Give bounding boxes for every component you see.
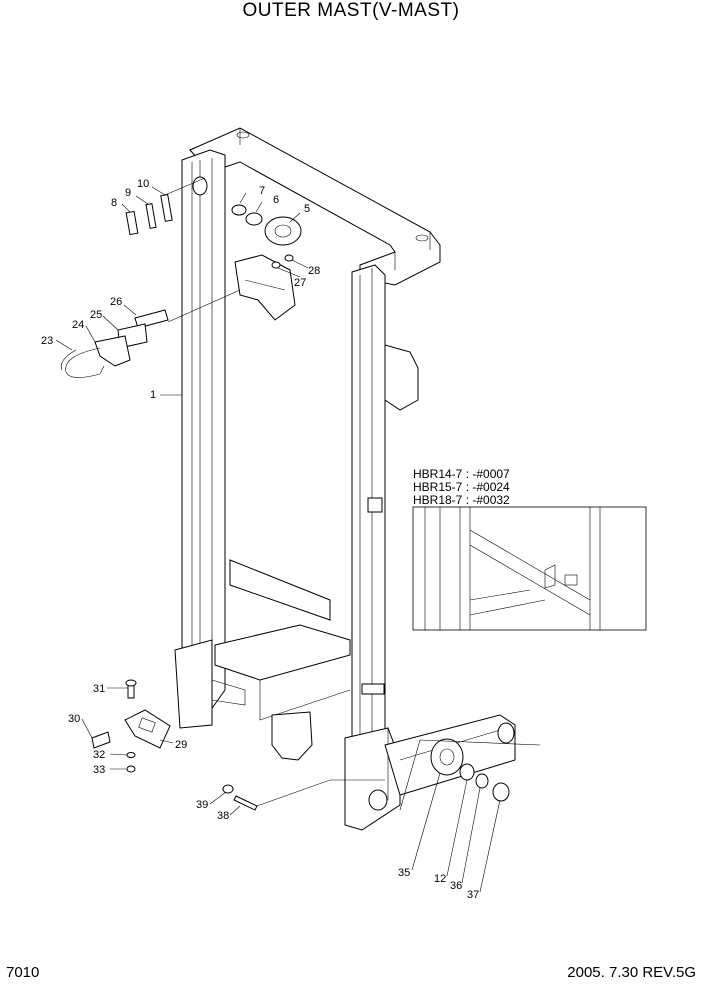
callout-5: 5 xyxy=(304,203,310,215)
callout-24: 24 xyxy=(72,319,84,331)
callout-39: 39 xyxy=(196,799,208,811)
callout-36: 36 xyxy=(450,880,462,892)
hose-clamp-parts xyxy=(61,309,169,378)
callout-32: 32 xyxy=(93,749,105,761)
lower-hardware xyxy=(222,738,510,811)
revision-label: 2005. 7.30 REV.5G xyxy=(567,964,696,981)
page-title: OUTER MAST(V-MAST) xyxy=(242,0,460,21)
callout-33: 33 xyxy=(93,764,105,776)
callout-30: 30 xyxy=(68,713,80,725)
callout-labels: 1 5 6 7 8 9 10 28 27 26 25 24 23 31 30 3… xyxy=(41,178,479,901)
lower-left-bracket xyxy=(91,679,171,773)
callout-31: 31 xyxy=(93,683,105,695)
callout-29: 29 xyxy=(175,739,187,751)
page-code: 7010 xyxy=(6,964,40,981)
serial-note-hbr14: HBR14-7 : -#0007 xyxy=(413,467,510,481)
callout-6: 6 xyxy=(273,194,279,206)
callout-37: 37 xyxy=(467,889,479,901)
callout-38: 38 xyxy=(217,810,229,822)
callout-10: 10 xyxy=(137,178,149,190)
upper-hardware xyxy=(125,193,302,269)
callout-12: 12 xyxy=(434,873,446,885)
callout-7: 7 xyxy=(259,185,265,197)
callout-1: 1 xyxy=(150,389,156,401)
callout-26: 26 xyxy=(110,296,122,308)
serial-note-hbr18: HBR18-7 : -#0032 xyxy=(413,493,510,507)
callout-23: 23 xyxy=(41,335,53,347)
callout-25: 25 xyxy=(90,309,102,321)
serial-number-notes: HBR14-7 : -#0007 HBR15-7 : -#0024 HBR18-… xyxy=(413,468,510,507)
callout-9: 9 xyxy=(125,187,131,199)
detail-inset xyxy=(412,506,647,631)
leader-lines xyxy=(55,177,541,893)
outer-mast-frame xyxy=(174,127,516,831)
serial-note-hbr15: HBR15-7 : -#0024 xyxy=(413,480,510,494)
callout-28: 28 xyxy=(308,265,320,277)
callout-35: 35 xyxy=(398,867,410,879)
callout-27: 27 xyxy=(294,277,306,289)
callout-8: 8 xyxy=(111,197,117,209)
